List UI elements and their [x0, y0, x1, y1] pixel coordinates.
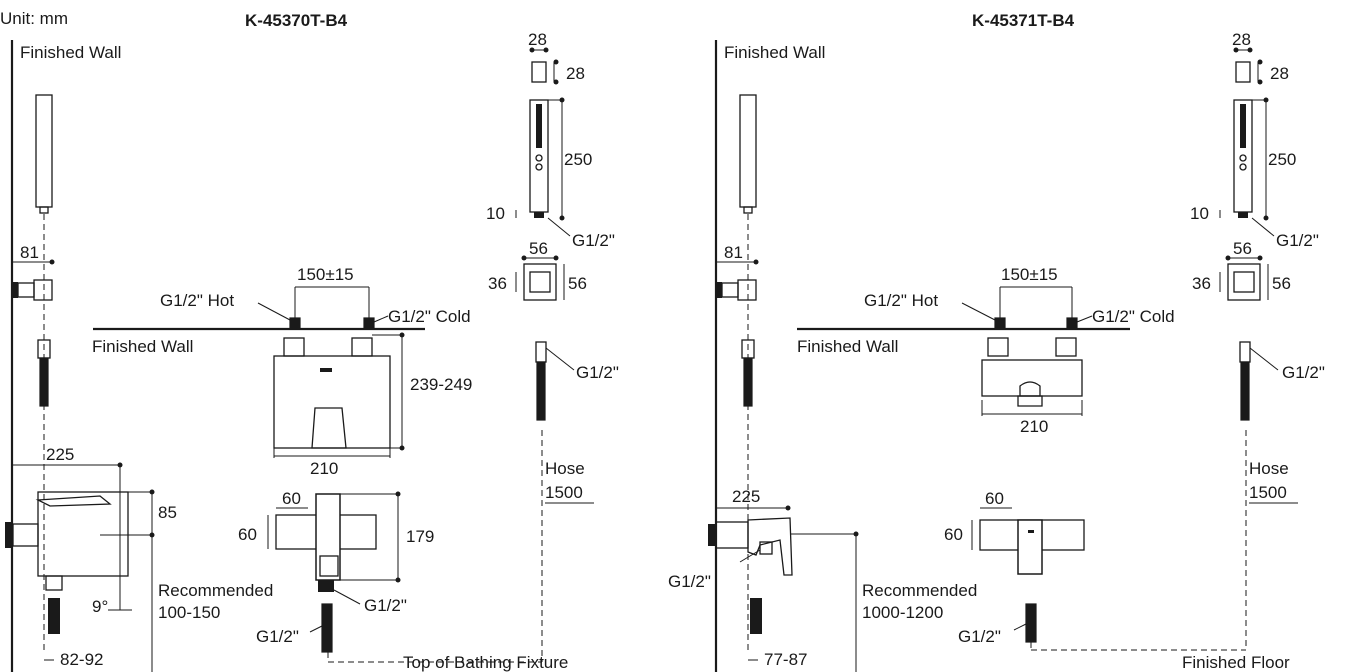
cold-label: G1/2" Cold — [1092, 307, 1175, 326]
dim-centers: 150±15 — [1001, 265, 1058, 284]
dim-bottom: 82-92 — [60, 650, 103, 669]
dim-handle-side: 28 — [566, 64, 585, 83]
model-left: K-45370T-B4 Finished Wall 81 225 — [5, 11, 619, 672]
hose-conn: G1/2" — [576, 363, 619, 382]
cold-label: G1/2" Cold — [388, 307, 471, 326]
recommended-value: 1000-1200 — [862, 603, 943, 622]
dim-bottom: 77-87 — [764, 650, 807, 669]
handle-top-view — [1235, 61, 1251, 83]
side-handshower — [35, 94, 53, 208]
bottom-hose-fitting — [1025, 603, 1037, 643]
front-mixer-body — [981, 359, 1083, 397]
hose-label: Hose — [545, 459, 585, 478]
dim-wall-holder: 81 — [724, 243, 743, 262]
cold-inlet — [1066, 317, 1078, 330]
dim-holder-depth: 36 — [1192, 274, 1211, 293]
reference-label: Top of Bathing Fixture — [403, 653, 568, 672]
reference-label: Finished Floor — [1182, 653, 1290, 672]
angle-label: 9° — [92, 597, 108, 616]
dim-handle-top: 28 — [528, 30, 547, 49]
front-hose — [1240, 361, 1250, 421]
dim-holder-side: 56 — [1272, 274, 1291, 293]
finished-wall-side-label: Finished Wall — [20, 43, 121, 62]
handle-conn: G1/2" — [572, 231, 615, 250]
dim-holder-top: 56 — [529, 239, 548, 258]
hot-inlet — [994, 317, 1006, 330]
dim-height: 239-249 — [410, 375, 472, 394]
bottom-conn: G1/2" — [958, 627, 1001, 646]
handle-conn: G1/2" — [1276, 231, 1319, 250]
dim-holder-depth: 36 — [488, 274, 507, 293]
side-wall-holder — [33, 279, 53, 301]
finished-wall-front-label: Finished Wall — [797, 337, 898, 356]
cold-inlet — [363, 317, 375, 330]
model-title: K-45370T-B4 — [245, 11, 348, 30]
hose-conn: G1/2" — [1282, 363, 1325, 382]
plan-conn: G1/2" — [364, 596, 407, 615]
unit-label: Unit: mm — [0, 9, 68, 28]
side-wall-holder — [737, 279, 757, 301]
dim-side-width: 225 — [46, 445, 74, 464]
hot-label: G1/2" Hot — [864, 291, 938, 310]
holder-front-view — [1227, 263, 1261, 301]
dim-holder-top: 56 — [1233, 239, 1252, 258]
recommended-value: 100-150 — [158, 603, 220, 622]
side-hose — [743, 357, 753, 407]
holder-front-view — [523, 263, 557, 301]
finished-wall-front-label: Finished Wall — [92, 337, 193, 356]
handle-top-view — [531, 61, 547, 83]
model-title: K-45371T-B4 — [972, 11, 1075, 30]
side-mixer-body — [747, 517, 793, 576]
recommended-label: Recommended — [862, 581, 977, 600]
front-hose — [536, 361, 546, 421]
side-handshower — [739, 94, 757, 208]
dim-handle-base: 10 — [1190, 204, 1209, 223]
dim-width: 210 — [1020, 417, 1048, 436]
dim-plan-60b: 60 — [944, 525, 963, 544]
dim-plan-60a: 60 — [282, 489, 301, 508]
hose-label: Hose — [1249, 459, 1289, 478]
dim-plan-60a: 60 — [985, 489, 1004, 508]
dim-wall-holder: 81 — [20, 243, 39, 262]
recommended-label: Recommended — [158, 581, 273, 600]
side-conn: G1/2" — [668, 572, 711, 591]
dim-width: 210 — [310, 459, 338, 478]
dim-handle-base: 10 — [486, 204, 505, 223]
hose-length: 1500 — [1249, 483, 1287, 502]
model-right: K-45371T-B4 Finished Wall 81 G1/2" 225 R… — [668, 11, 1325, 672]
hot-inlet — [289, 317, 301, 330]
dim-centers: 150±15 — [297, 265, 354, 284]
dim-handle-top: 28 — [1232, 30, 1251, 49]
dim-handle-side: 28 — [1270, 64, 1289, 83]
hose-length: 1500 — [545, 483, 583, 502]
dim-holder-side: 56 — [568, 274, 587, 293]
side-hose — [39, 357, 49, 407]
dim-side-width: 225 — [732, 487, 760, 506]
dim-plan-depth: 179 — [406, 527, 434, 546]
dim-handle-length: 250 — [564, 150, 592, 169]
dim-side-offset: 85 — [158, 503, 177, 522]
hot-label: G1/2" Hot — [160, 291, 234, 310]
bottom-hose-fitting — [321, 603, 333, 653]
dim-handle-length: 250 — [1268, 150, 1296, 169]
bottom-conn: G1/2" — [256, 627, 299, 646]
finished-wall-side-label: Finished Wall — [724, 43, 825, 62]
dim-plan-60b: 60 — [238, 525, 257, 544]
